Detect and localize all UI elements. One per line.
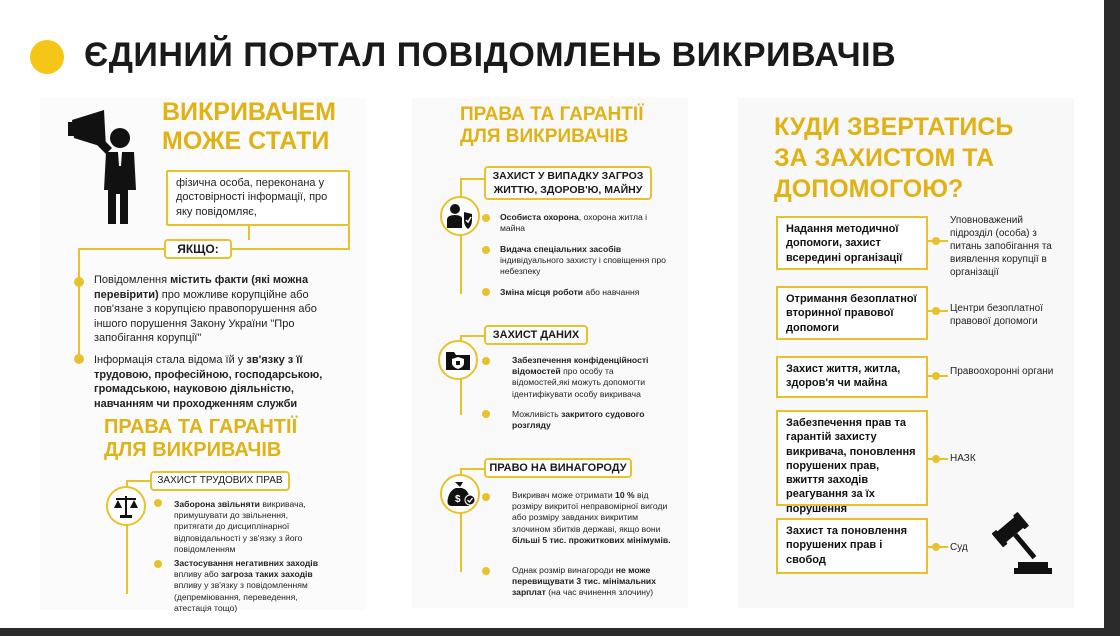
labor-dismissal-ban: Заборона звільняти викривача, примушуват… <box>174 499 306 554</box>
connector <box>348 226 350 250</box>
where-heading-line1: КУДИ ЗВЕРТАТИСЬ <box>774 113 1014 141</box>
title-bullet <box>30 40 64 74</box>
help-box-court: Захист та поновлення порушених прав і св… <box>776 518 928 574</box>
megaphone-person-icon <box>68 110 136 224</box>
help-target-law-enforcement: Правоохоронні органи <box>950 366 1054 377</box>
labor-negative-measures: Застосування негативних заходів впливу а… <box>174 558 318 613</box>
help-target-nazk: НАЗК <box>950 453 976 464</box>
bullet-dot <box>154 499 162 507</box>
bullet-dot <box>932 455 940 463</box>
connector <box>460 468 462 572</box>
who-heading-line2: МОЖЕ СТАТИ <box>162 127 330 155</box>
connector <box>460 178 462 294</box>
condition-relation: Інформація стала відома їй у зв'язку з ї… <box>94 354 323 410</box>
bullet-dot <box>932 237 940 245</box>
who-heading-line1: ВИКРИВАЧЕМ <box>162 98 336 126</box>
data-confidentiality: Забезпечення конфіденційності відомостей… <box>512 355 649 399</box>
bullet-dot <box>482 288 490 296</box>
where-heading: КУДИ ЗВЕРТАТИСЬ ЗА ЗАХИСТОМ ТА ДОПОМОГОЮ… <box>774 112 1013 205</box>
threat-label-line2: ЖИТТЮ, ЗДОРОВ'Ю, МАЙНУ <box>493 184 643 196</box>
connector <box>248 226 250 240</box>
threat-change-workplace: Зміна місця роботи або навчання <box>500 287 640 297</box>
help-box-methodical: Надання методичної допомоги, захист всер… <box>776 216 928 270</box>
reward-limit: Однак розмір винагороди не може перевищу… <box>512 565 656 598</box>
connector <box>126 480 150 482</box>
rights-heading-middle: ПРАВА ТА ГАРАНТІЇ ДЛЯ ВИКРИВАЧІВ <box>460 104 643 148</box>
connector <box>460 468 484 470</box>
threat-special-means: Видача спеціальних засобів індивідуально… <box>500 244 666 277</box>
shield-person-icon <box>440 196 480 236</box>
where-heading-line3: ДОПОМОГОЮ? <box>774 175 964 203</box>
rights-heading-middle-line1: ПРАВА ТА ГАРАНТІЇ <box>460 104 644 125</box>
data-closed-trial: Можливість закритого судового розгляду <box>512 409 645 431</box>
condition-facts: Повідомлення містить факти (які можна пе… <box>94 274 317 345</box>
rights-heading-left: ПРАВА ТА ГАРАНТІЇ ДЛЯ ВИКРИВАЧІВ <box>104 416 297 462</box>
money-bag-icon: $ <box>440 474 480 514</box>
infographic-slide: ЄДИНИЙ ПОРТАЛ ПОВІДОМЛЕНЬ ВИКРИВАЧІВ ВИК… <box>0 0 1104 628</box>
secure-folder-icon <box>438 340 478 380</box>
connector <box>78 248 80 362</box>
page-title: ЄДИНИЙ ПОРТАЛ ПОВІДОМЛЕНЬ ВИКРИВАЧІВ <box>84 36 897 74</box>
rights-heading-left-line2: ДЛЯ ВИКРИВАЧІВ <box>104 439 282 462</box>
gavel-icon <box>991 512 1052 574</box>
rights-heading-left-line1: ПРАВА ТА ГАРАНТІЇ <box>104 416 298 438</box>
bullet-dot <box>482 410 490 418</box>
if-label: ЯКЩО: <box>164 239 232 259</box>
help-box-legal-aid: Отримання безоплатної вторинної правової… <box>776 286 928 340</box>
bullet-dot <box>482 246 490 254</box>
threat-personal-guard: Особиста охорона, охорона житла і майна <box>500 212 648 234</box>
connector <box>460 178 484 180</box>
connector <box>78 248 164 250</box>
bullet-dot <box>482 493 490 501</box>
help-target-legal-aid-centers: Центри безоплатної правової допомоги <box>950 303 1044 327</box>
bullet-dot <box>932 307 940 315</box>
threat-label-line1: ЗАХИСТ У ВИПАДКУ ЗАГРОЗ <box>492 170 644 182</box>
definition-box: фізична особа, переконана у достовірност… <box>166 170 350 226</box>
scales-icon <box>106 486 146 526</box>
connector <box>232 248 348 250</box>
bullet-dot <box>482 567 490 575</box>
connector <box>126 480 128 594</box>
help-box-life-protection: Захист життя, житла, здоров'я чи майна <box>776 356 928 398</box>
reward-amount: Викривач може отримати 10 % від розміру … <box>512 490 671 545</box>
bullet-dot <box>74 354 84 364</box>
help-target-anticorruption-unit: Уповноважений підрозділ (особа) з питань… <box>950 215 1052 278</box>
data-protection-label: ЗАХИСТ ДАНИХ <box>484 325 588 345</box>
bullet-dot <box>932 372 940 380</box>
bullet-dot <box>932 543 940 551</box>
rights-heading-middle-line2: ДЛЯ ВИКРИВАЧІВ <box>460 126 629 148</box>
bullet-dot <box>74 277 84 287</box>
threat-protection-label: ЗАХИСТ У ВИПАДКУ ЗАГРОЗ ЖИТТЮ, ЗДОРОВ'Ю,… <box>484 166 652 200</box>
help-box-nazk-guarantees: Забезпечення прав та гарантій захисту ви… <box>776 410 928 515</box>
bullet-dot <box>482 214 490 222</box>
labor-rights-label: ЗАХИСТ ТРУДОВИХ ПРАВ <box>150 471 290 491</box>
bullet-dot <box>482 357 490 365</box>
svg-text:$: $ <box>455 494 461 505</box>
reward-right-label: ПРАВО НА ВИНАГОРОДУ <box>484 458 632 478</box>
connector <box>460 335 484 337</box>
bullet-dot <box>154 560 162 568</box>
where-heading-line2: ЗА ЗАХИСТОМ ТА <box>774 144 995 172</box>
who-heading: ВИКРИВАЧЕМ МОЖЕ СТАТИ <box>162 98 336 156</box>
help-target-court: Суд <box>950 542 968 553</box>
